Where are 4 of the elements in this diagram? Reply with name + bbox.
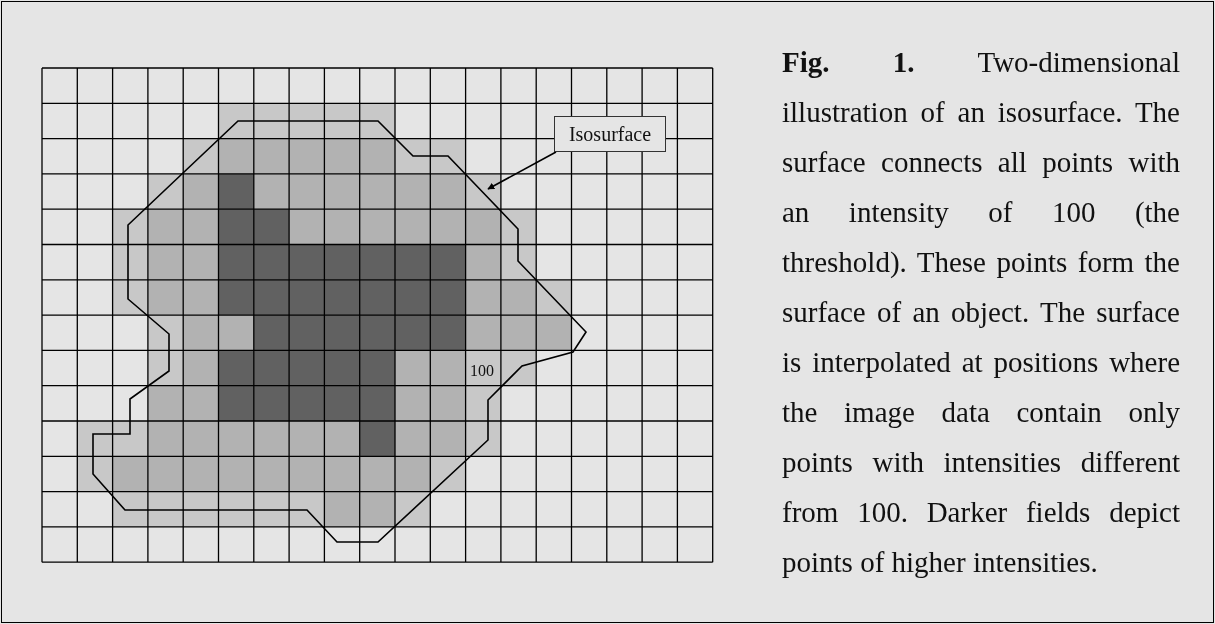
- figure-caption: Fig. 1. Two-dimensional illustration of an isosurface. The surface connects all points with an intensity of 100 (the threshold). These points form the surface of an object. The surface is interpolated at positions where the image data contain only points with intensities different from 100. Darker fields depict points of higher intensities.: [782, 45, 1180, 580]
- arrow: [487, 151, 557, 190]
- callout-box: Isosurface: [554, 116, 666, 152]
- value-label: 100: [470, 363, 494, 379]
